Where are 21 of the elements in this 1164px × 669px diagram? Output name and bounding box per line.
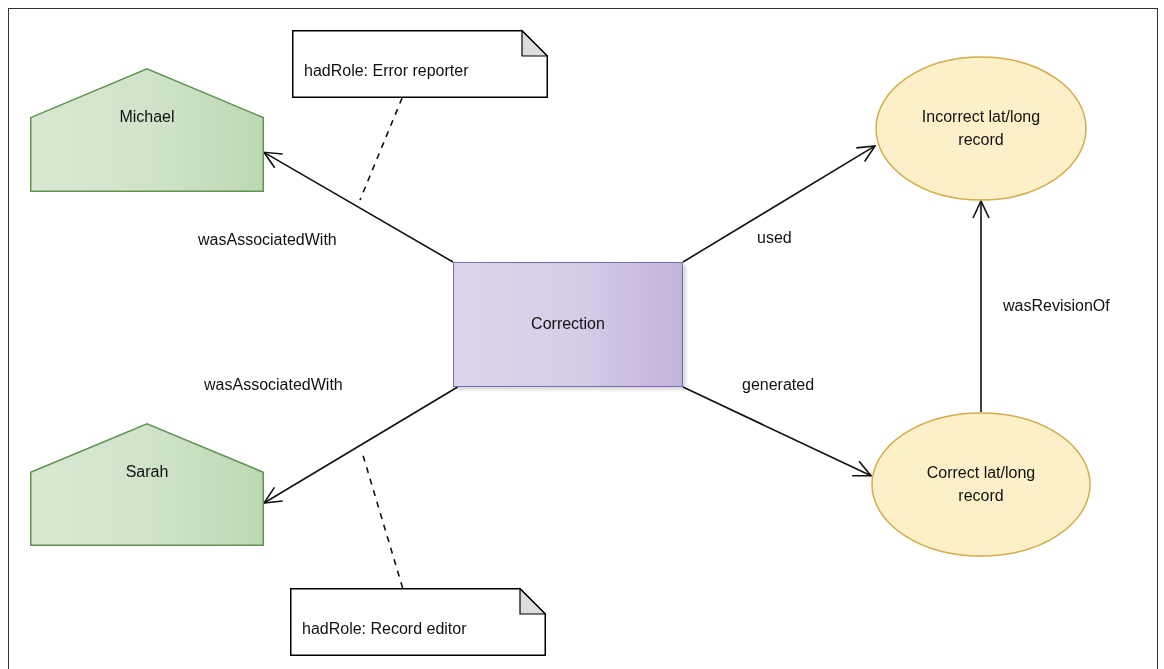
arrow	[263, 386, 459, 504]
node-label: Correct lat/long record	[925, 463, 1037, 506]
node-label: Michael	[119, 107, 175, 127]
note-box	[292, 30, 548, 98]
arrow	[682, 386, 872, 477]
entity-ellipse	[875, 56, 1087, 201]
node-label: hadRole: Error reporter	[304, 60, 469, 81]
node-label: hadRole: Record editor	[302, 618, 467, 639]
node-label: Incorrect lat/long record	[920, 107, 1042, 150]
node-label: Correction	[531, 314, 605, 335]
node-label: Sarah	[125, 462, 169, 482]
activity-box	[453, 262, 683, 387]
leader-line	[359, 97, 403, 201]
arrow	[682, 145, 876, 263]
edge-label: generated	[742, 375, 815, 395]
pentagon-agent-shape	[30, 423, 264, 546]
arrow	[263, 151, 454, 263]
note-box	[290, 588, 546, 656]
pentagon-agent-shape	[30, 68, 264, 192]
entity-ellipse	[871, 412, 1091, 557]
arrow	[972, 200, 990, 413]
